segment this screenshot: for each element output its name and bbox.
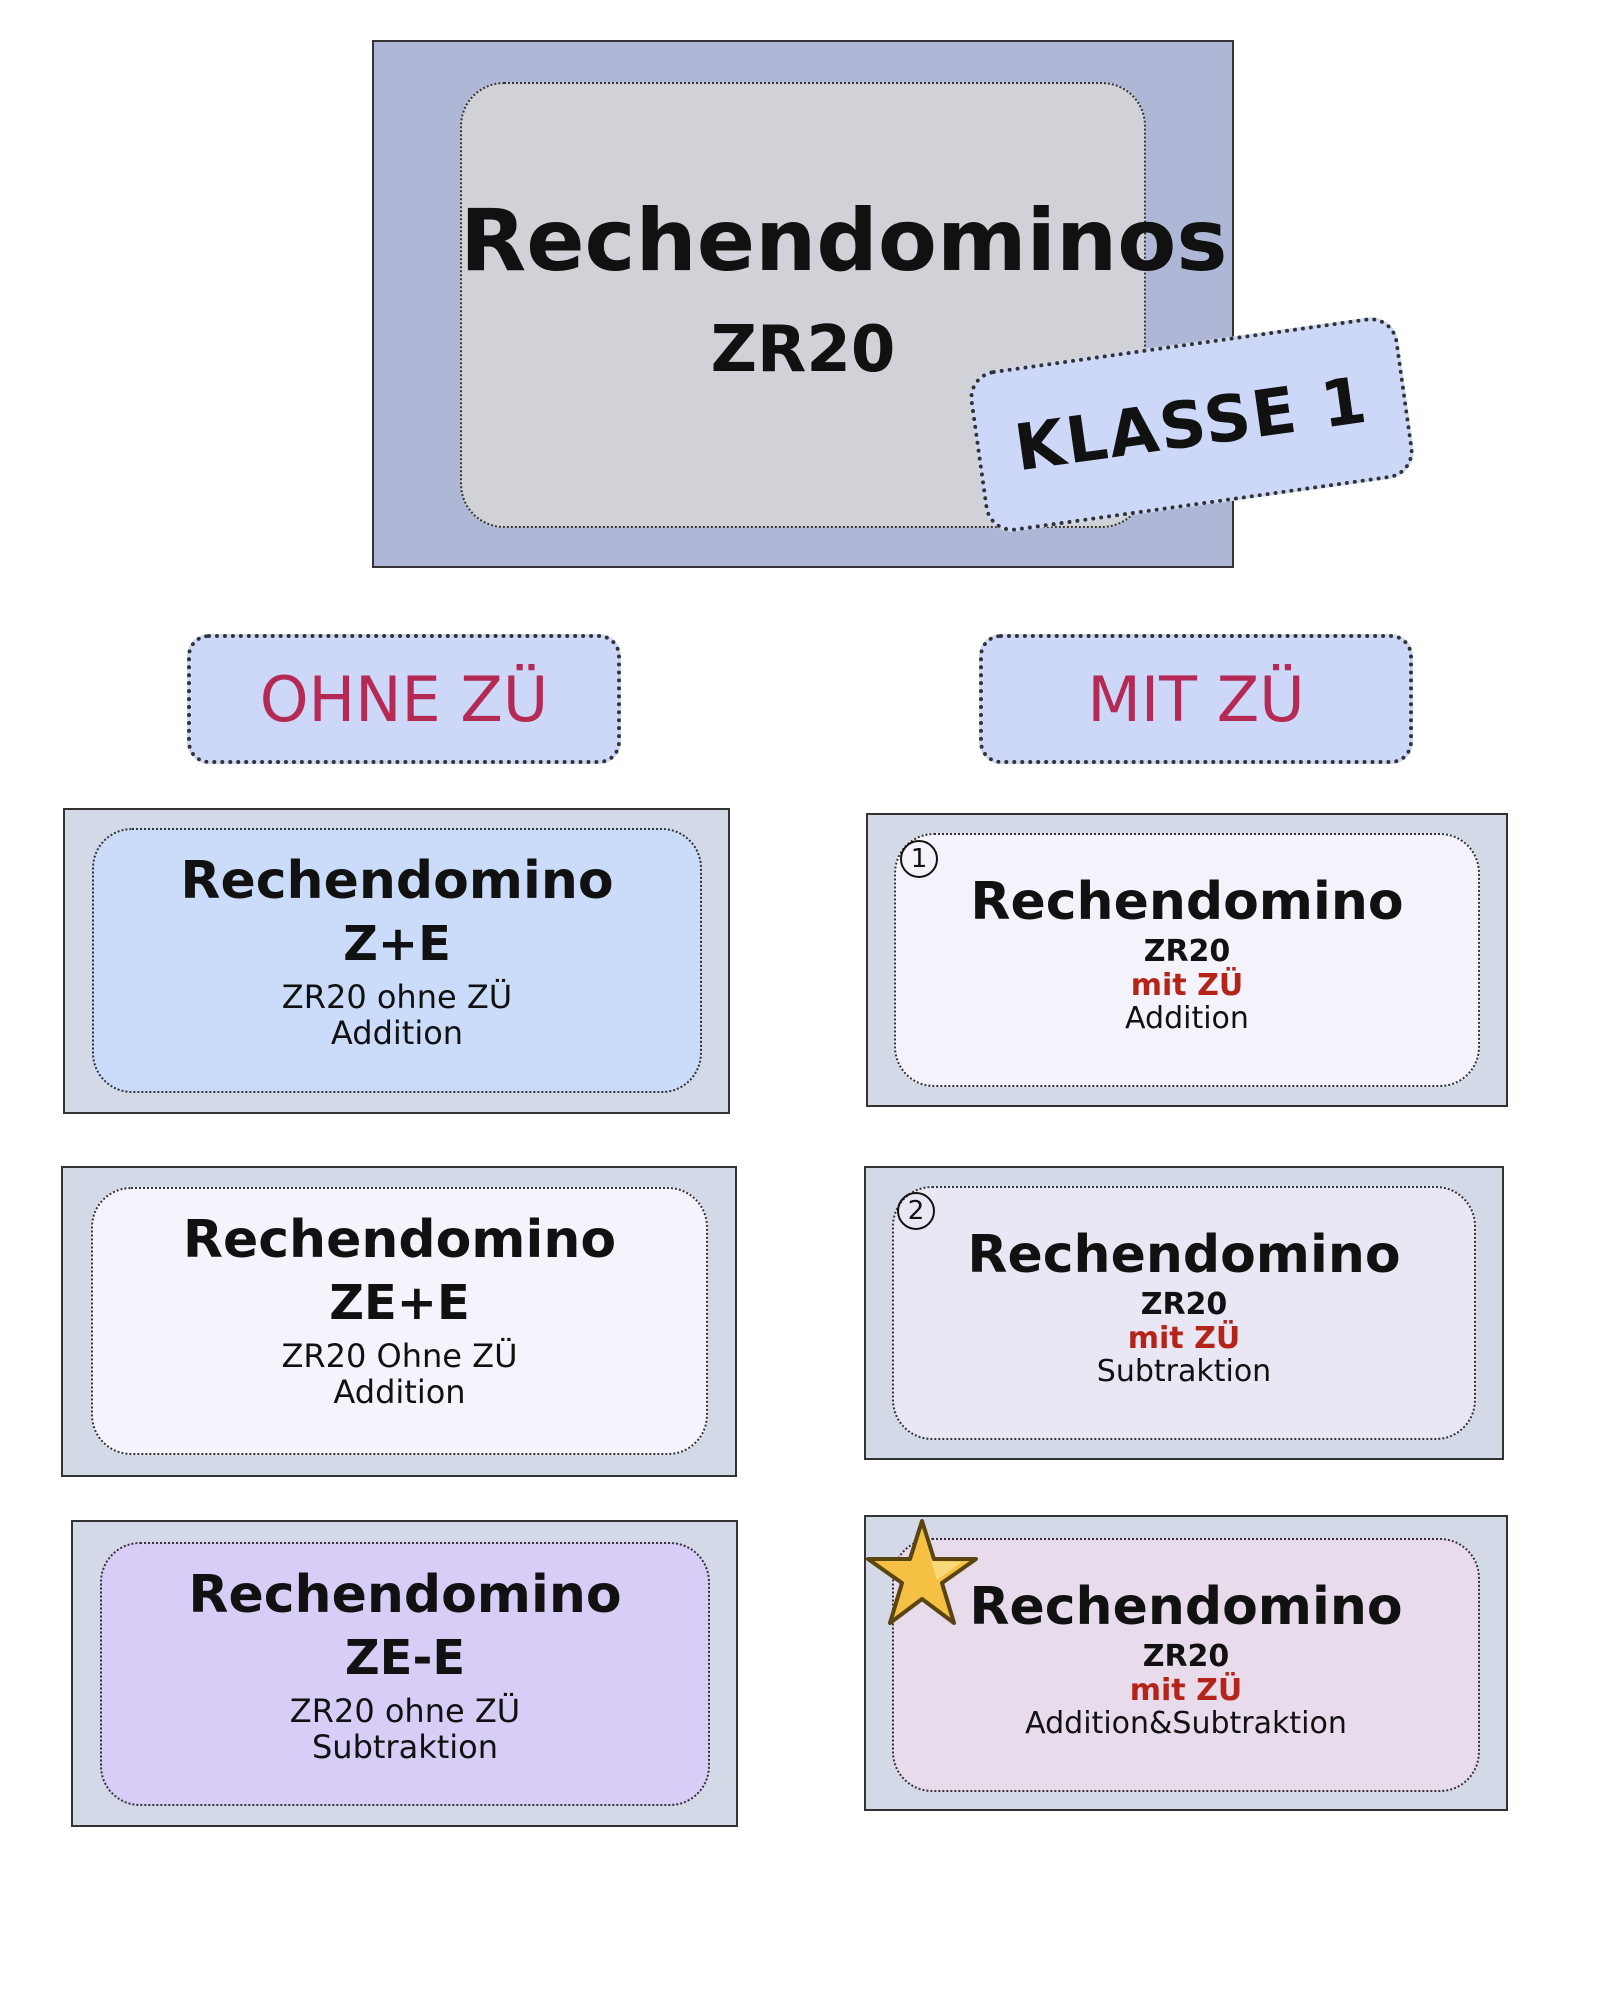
section-mit-zue[interactable]: MIT ZÜ (979, 634, 1413, 764)
card-title: Rechendomino (967, 1225, 1401, 1285)
card-range: ZR20 (1143, 934, 1231, 970)
card-title: Rechendomino (182, 1210, 617, 1270)
card-title: Rechendomino (180, 851, 614, 911)
card-operation: Subtraktion (1096, 1354, 1272, 1390)
card-range: ZR20 ohne ZÜ (289, 1691, 521, 1730)
card-title: Rechendomino (188, 1565, 622, 1625)
card-range: ZR20 ohne ZÜ (281, 977, 513, 1016)
section-ohne-zue[interactable]: OHNE ZÜ (187, 634, 621, 764)
card-title: Rechendomino (969, 1577, 1403, 1637)
card-title: Rechendomino (970, 872, 1404, 932)
card-ze-minus-e[interactable]: Rechendomino ZE-E ZR20 ohne ZÜ Subtrakti… (100, 1542, 710, 1806)
card-tag: mit ZÜ (1127, 1320, 1241, 1356)
card-code: ZE+E (329, 1275, 470, 1332)
card-range: ZR20 Ohne ZÜ (281, 1336, 518, 1375)
card-operation: Addition (330, 1013, 464, 1052)
card-tag: mit ZÜ (1130, 967, 1244, 1003)
card-range: ZR20 (1142, 1639, 1230, 1675)
page-title: Rechendominos (460, 191, 1228, 291)
card-mit-addition[interactable]: Rechendomino ZR20 mit ZÜ Addition (894, 833, 1480, 1087)
page-subtitle: ZR20 (710, 313, 896, 387)
card-z-plus-e[interactable]: Rechendomino Z+E ZR20 ohne ZÜ Addition (92, 828, 702, 1093)
card-operation: Addition&Subtraktion (1025, 1706, 1347, 1742)
card-mit-addition-subtraktion[interactable]: Rechendomino ZR20 mit ZÜ Addition&Subtra… (892, 1538, 1480, 1792)
card-range: ZR20 (1140, 1287, 1228, 1323)
number-1-icon: 1 (900, 840, 938, 878)
card-tag: mit ZÜ (1129, 1672, 1243, 1708)
card-code: ZE-E (344, 1630, 466, 1687)
card-operation: Addition (333, 1372, 466, 1411)
card-operation: Addition (1125, 1001, 1249, 1037)
card-ze-plus-e[interactable]: Rechendomino ZE+E ZR20 Ohne ZÜ Addition (91, 1187, 708, 1455)
star-icon (866, 1519, 978, 1625)
card-mit-subtraktion[interactable]: Rechendomino ZR20 mit ZÜ Subtraktion (892, 1186, 1476, 1440)
card-operation: Subtraktion (311, 1727, 499, 1766)
card-code: Z+E (343, 916, 451, 973)
number-2-icon: 2 (897, 1192, 935, 1230)
